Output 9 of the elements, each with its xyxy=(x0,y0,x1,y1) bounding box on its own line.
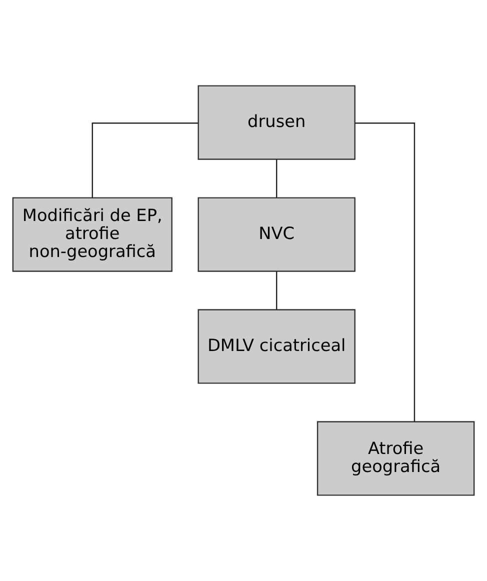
connector xyxy=(92,122,198,198)
node-box: Modificări de EP, atrofie non-geografică xyxy=(12,197,172,272)
node-box: NVC xyxy=(198,197,356,272)
connector xyxy=(276,272,278,310)
node-box: DMLV cicatriceal xyxy=(198,309,356,384)
node-box: Atrofie geografică xyxy=(316,421,475,496)
connector xyxy=(276,160,278,198)
connector xyxy=(355,122,416,422)
node-box: drusen xyxy=(198,85,356,160)
